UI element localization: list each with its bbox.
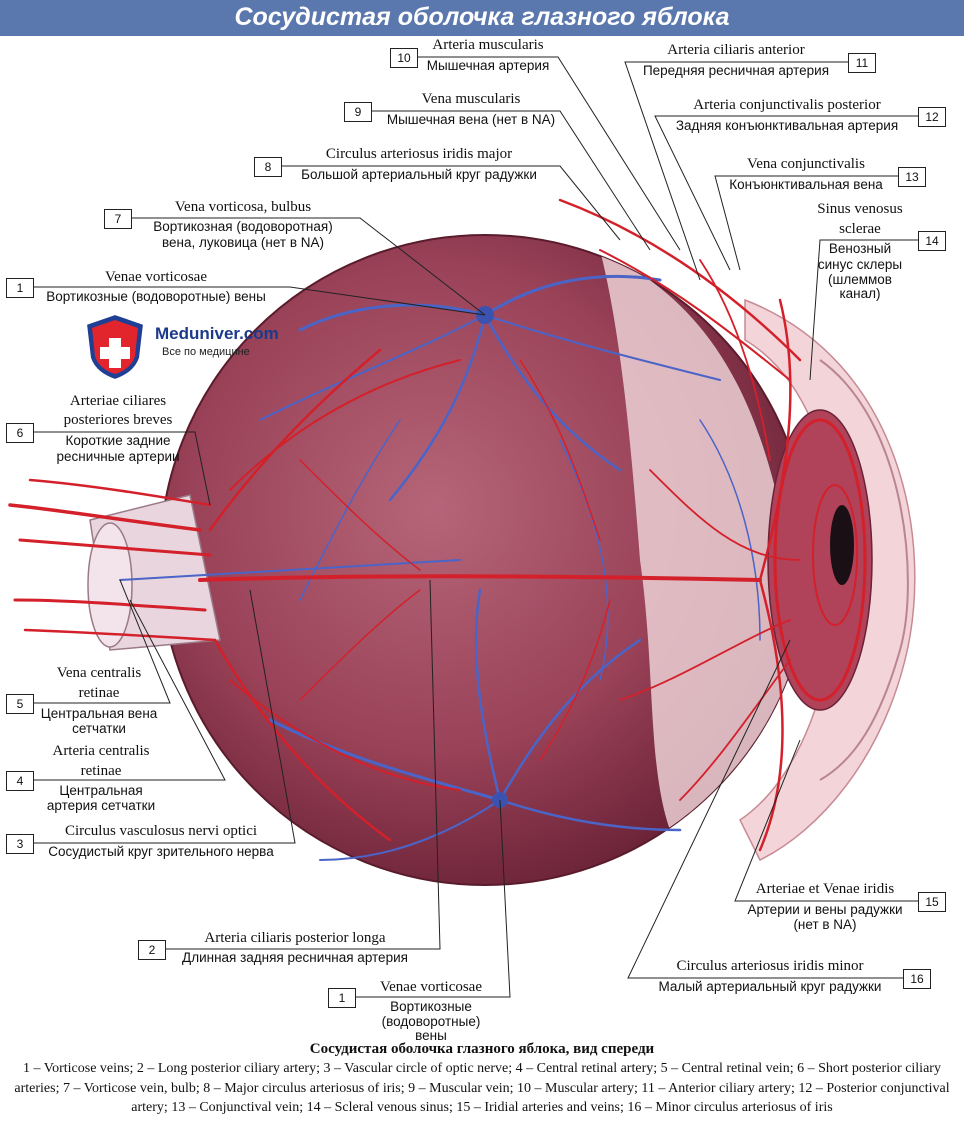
caption-legend: 1 – Vorticose veins; 2 – Long posterior … bbox=[14, 1061, 950, 1115]
shield-icon bbox=[84, 312, 146, 382]
label-1-lower-russian-3: вены bbox=[415, 1028, 447, 1043]
label-number-1-lower: 1 bbox=[328, 988, 356, 1008]
label-5-russian-2: сетчатки bbox=[72, 721, 126, 736]
label-4-russian-1: Центральная bbox=[59, 783, 143, 798]
label-1-lower-russian-2: (водоворотные) bbox=[381, 1014, 481, 1029]
label-number-6: 6 bbox=[6, 423, 34, 443]
label-number-9: 9 bbox=[344, 102, 372, 122]
logo-name: Meduniver.com bbox=[155, 324, 279, 343]
label-9-latin: Vena muscularis bbox=[421, 91, 521, 107]
label-7-latin: Vena vorticosa, bulbus bbox=[174, 199, 312, 215]
label-8-russian: Большой артериальный круг радужки bbox=[301, 167, 537, 182]
label-number-4: 4 bbox=[6, 771, 34, 791]
label-1-lower-latin: Venae vorticosae bbox=[379, 979, 483, 995]
label-10-russian: Мышечная артерия bbox=[426, 58, 550, 73]
label-number-3: 3 bbox=[6, 834, 34, 854]
label-13-latin: Vena conjunctivalis bbox=[747, 156, 865, 172]
label-15-russian-2: (нет в NA) bbox=[793, 917, 857, 932]
label-1-lower-russian-1: Вортикозные bbox=[390, 999, 472, 1014]
label-5-russian-1: Центральная вена bbox=[40, 706, 158, 721]
label-15-latin: Arteriae et Venae iridis bbox=[755, 881, 895, 897]
label-14-russian-1: Венозный bbox=[828, 241, 892, 256]
label-number-10: 10 bbox=[390, 48, 418, 68]
label-3-latin: Circulus vasculosus nervi optici bbox=[64, 823, 258, 839]
label-14-latin-1: Sinus venosus bbox=[817, 201, 903, 217]
caption-title: Сосудистая оболочка глазного яблока, вид… bbox=[309, 1041, 655, 1057]
label-number-14: 14 bbox=[918, 231, 946, 251]
label-number-16: 16 bbox=[903, 969, 931, 989]
arteries bbox=[8, 198, 802, 852]
veins bbox=[119, 274, 761, 861]
label-8-latin: Circulus arteriosus iridis major bbox=[325, 146, 513, 162]
label-13-russian: Конъюнктивальная вена bbox=[729, 177, 883, 192]
label-9-russian: Мышечная вена (нет в NA) bbox=[386, 112, 556, 127]
label-number-15: 15 bbox=[918, 892, 946, 912]
minor-arterial-circle-iris bbox=[812, 484, 858, 626]
page-title: Сосудистая оболочка глазного яблока bbox=[234, 3, 730, 31]
label-number-11: 11 bbox=[848, 53, 876, 73]
label-3-russian: Сосудистый круг зрительного нерва bbox=[48, 844, 274, 859]
label-4-latin-1: Arteria centralis bbox=[52, 743, 150, 759]
label-14-latin-2: sclerae bbox=[839, 221, 881, 237]
major-arterial-circle-iris bbox=[773, 418, 867, 702]
pupil bbox=[830, 505, 854, 585]
label-number-2: 2 bbox=[138, 940, 166, 960]
label-1-upper-russian: Вортикозные (водоворотные) вены bbox=[46, 289, 266, 304]
label-16-russian: Малый артериальный круг радужки bbox=[658, 979, 882, 994]
label-12-russian: Задняя конъюнктивальная артерия bbox=[675, 118, 899, 133]
label-number-1-upper: 1 bbox=[6, 278, 34, 298]
label-number-7: 7 bbox=[104, 209, 132, 229]
label-5-latin-1: Vena centralis bbox=[56, 665, 142, 681]
iris bbox=[767, 409, 873, 711]
logo: Meduniver.com Все по медицине bbox=[82, 312, 279, 382]
title-bar: Сосудистая оболочка глазного яблока bbox=[0, 0, 964, 36]
optic-nerve-section bbox=[87, 522, 133, 648]
label-6-latin-1: Arteriae ciliares bbox=[69, 393, 167, 409]
label-2-russian: Длинная задняя ресничная артерия bbox=[182, 950, 408, 965]
label-14-russian-4: канал) bbox=[839, 286, 881, 301]
eyeball-illustration bbox=[8, 56, 918, 998]
label-15-russian-1: Артерии и вены радужки bbox=[747, 902, 903, 917]
label-1-upper-latin: Venae vorticosae bbox=[104, 269, 208, 285]
label-number-12: 12 bbox=[918, 107, 946, 127]
label-12-latin: Arteria conjunctivalis posterior bbox=[693, 97, 881, 113]
label-7-russian-1: Вортикозная (водоворотная) bbox=[153, 219, 333, 234]
cornea-edge bbox=[819, 359, 909, 781]
label-4-latin-2: retinae bbox=[80, 763, 122, 779]
label-11-latin: Arteria ciliaris anterior bbox=[667, 42, 805, 58]
label-14-russian-3: (шлеммов bbox=[828, 272, 892, 287]
logo-tagline: Все по медицине bbox=[162, 346, 250, 358]
label-6-russian-2: ресничные артерии bbox=[56, 449, 180, 464]
label-number-5: 5 bbox=[6, 694, 34, 714]
label-4-russian-2: артерия сетчатки bbox=[46, 798, 156, 813]
label-6-russian-1: Короткие задние bbox=[65, 433, 171, 448]
label-number-13: 13 bbox=[898, 167, 926, 187]
label-10-latin: Arteria muscularis bbox=[432, 37, 544, 53]
label-11-russian: Передняя ресничная артерия bbox=[642, 63, 830, 78]
leader-lines bbox=[30, 56, 918, 998]
label-2-latin: Arteria ciliaris posterior longa bbox=[204, 930, 386, 946]
label-5-latin-2: retinae bbox=[78, 685, 120, 701]
label-number-8: 8 bbox=[254, 157, 282, 177]
label-6-latin-2: posteriores breves bbox=[63, 412, 173, 428]
label-7-russian-2: вена, луковица (нет в NA) bbox=[161, 235, 324, 250]
label-16-latin: Circulus arteriosus iridis minor bbox=[676, 958, 864, 974]
label-14-russian-2: синус склеры bbox=[817, 257, 903, 272]
